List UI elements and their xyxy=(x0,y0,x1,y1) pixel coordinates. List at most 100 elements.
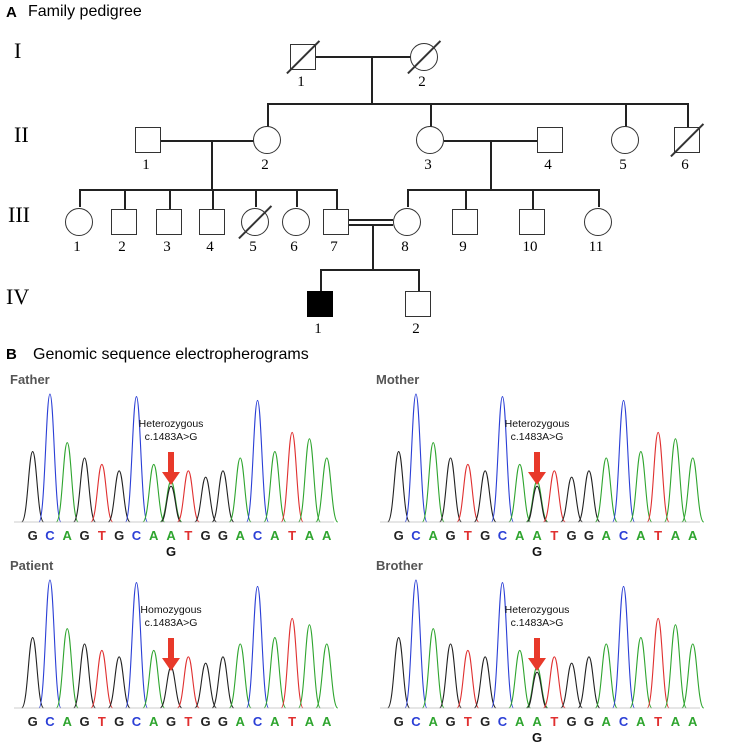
sibship-line-gen4 xyxy=(320,269,419,271)
individual-ii-4-male-symbol xyxy=(537,127,563,153)
trace-peak-g xyxy=(387,451,411,523)
consanguineous-line-lower xyxy=(349,224,393,226)
generation-label-1: I xyxy=(14,38,22,63)
red-arrow-icon xyxy=(528,452,547,485)
trace-peak-g xyxy=(21,637,45,709)
base-letter: A xyxy=(235,714,245,729)
generation-label-4: IV xyxy=(6,284,30,309)
drop-III-5 xyxy=(255,189,257,207)
drop-II-5 xyxy=(625,103,627,127)
trace-peak-g xyxy=(560,662,584,709)
base-letter: C xyxy=(411,714,421,729)
individual-iii-11-female-symbol xyxy=(584,208,612,236)
electropherogram-trace-brother xyxy=(380,579,705,709)
trace-peak-variant-g xyxy=(526,671,548,709)
variant-base-letter: G xyxy=(531,730,543,745)
zygosity-label: Heterozygous xyxy=(138,418,204,430)
trace-peak-a xyxy=(159,480,183,523)
individual-iii-3-male-symbol xyxy=(156,209,182,235)
trace-peak-t xyxy=(176,470,200,523)
variant-base-letter: G xyxy=(531,544,543,559)
drop-III-10 xyxy=(532,189,534,209)
base-letter: A xyxy=(601,528,611,543)
base-letter: A xyxy=(62,528,72,543)
individual-iii-9-number: 9 xyxy=(459,239,467,255)
base-letter: C xyxy=(618,528,629,543)
base-letter: G xyxy=(27,714,38,729)
individual-iii-7-male-symbol xyxy=(323,209,349,235)
trace-peak-g xyxy=(577,656,601,709)
individual-iii-1-number: 1 xyxy=(73,239,81,255)
base-letter: G xyxy=(480,714,491,729)
trace-peak-c xyxy=(246,585,270,709)
base-letter: G xyxy=(566,714,577,729)
deceased-slash xyxy=(670,123,704,157)
individual-iii-5-female-symbol xyxy=(238,205,272,239)
zygosity-label: Homozygous xyxy=(140,604,202,616)
base-letter: A xyxy=(532,528,542,543)
deceased-slash xyxy=(286,40,320,74)
base-letter: C xyxy=(45,714,55,729)
trace-peak-a xyxy=(594,643,618,709)
base-letter: A xyxy=(322,528,332,543)
base-letter: C xyxy=(497,528,508,543)
variant-base-letter: G xyxy=(165,544,177,559)
drop-II-6 xyxy=(687,103,689,127)
trace-peak-variant-g xyxy=(526,485,548,523)
base-letter: C xyxy=(252,714,263,729)
trace-peak-a xyxy=(55,628,79,709)
panel-b-letter: B xyxy=(6,346,17,363)
base-letter: T xyxy=(184,714,193,729)
base-letter: C xyxy=(497,714,508,729)
mutation-label: c.1483A>G xyxy=(144,617,198,629)
base-letter: A xyxy=(515,714,525,729)
base-letter: G xyxy=(200,714,211,729)
individual-ii-6-number: 6 xyxy=(681,157,689,173)
drop-III-8 xyxy=(407,189,409,207)
trace-peak-t xyxy=(456,649,480,709)
generation-label-2: II xyxy=(14,122,29,147)
trace-peak-a xyxy=(663,438,687,523)
sibship-line-II1-II2 xyxy=(79,189,337,191)
trace-peak-g xyxy=(107,656,131,709)
base-letter: G xyxy=(217,528,228,543)
base-letter: G xyxy=(79,714,90,729)
drop-II-3 xyxy=(430,103,432,127)
trace-peak-t xyxy=(176,656,200,709)
trace-peak-a xyxy=(594,457,618,523)
red-arrow-icon xyxy=(162,452,181,485)
trace-peak-t xyxy=(90,463,114,523)
zygosity-label: Heterozygous xyxy=(504,418,570,430)
base-letter: A xyxy=(688,714,698,729)
drop-III-4 xyxy=(212,189,214,209)
descent-line-III7-III8 xyxy=(372,225,374,270)
trace-peak-g xyxy=(211,656,235,709)
individual-iii-8-female-symbol xyxy=(393,208,421,236)
trace-peak-a xyxy=(297,438,321,523)
trace-peak-a xyxy=(508,649,532,709)
base-letter: A xyxy=(515,528,525,543)
trace-peak-a xyxy=(629,451,653,523)
individual-iii-6-number: 6 xyxy=(290,239,298,255)
drop-III-9 xyxy=(465,189,467,209)
base-letter: T xyxy=(463,528,472,543)
trace-peak-t xyxy=(456,463,480,523)
base-letter: A xyxy=(428,714,438,729)
drop-III-11 xyxy=(598,189,600,207)
individual-i-1-number: 1 xyxy=(297,74,305,90)
individual-i-2-number: 2 xyxy=(418,74,426,90)
base-letter: G xyxy=(114,528,125,543)
base-letter: A xyxy=(670,714,681,729)
drop-IV-1 xyxy=(320,269,322,291)
drop-III-1 xyxy=(79,189,81,207)
individual-ii-5-number: 5 xyxy=(619,157,627,173)
base-letter: A xyxy=(532,714,542,729)
trace-peak-a xyxy=(315,457,339,523)
trace-peak-c xyxy=(490,582,514,709)
trace-peak-a xyxy=(263,451,287,523)
